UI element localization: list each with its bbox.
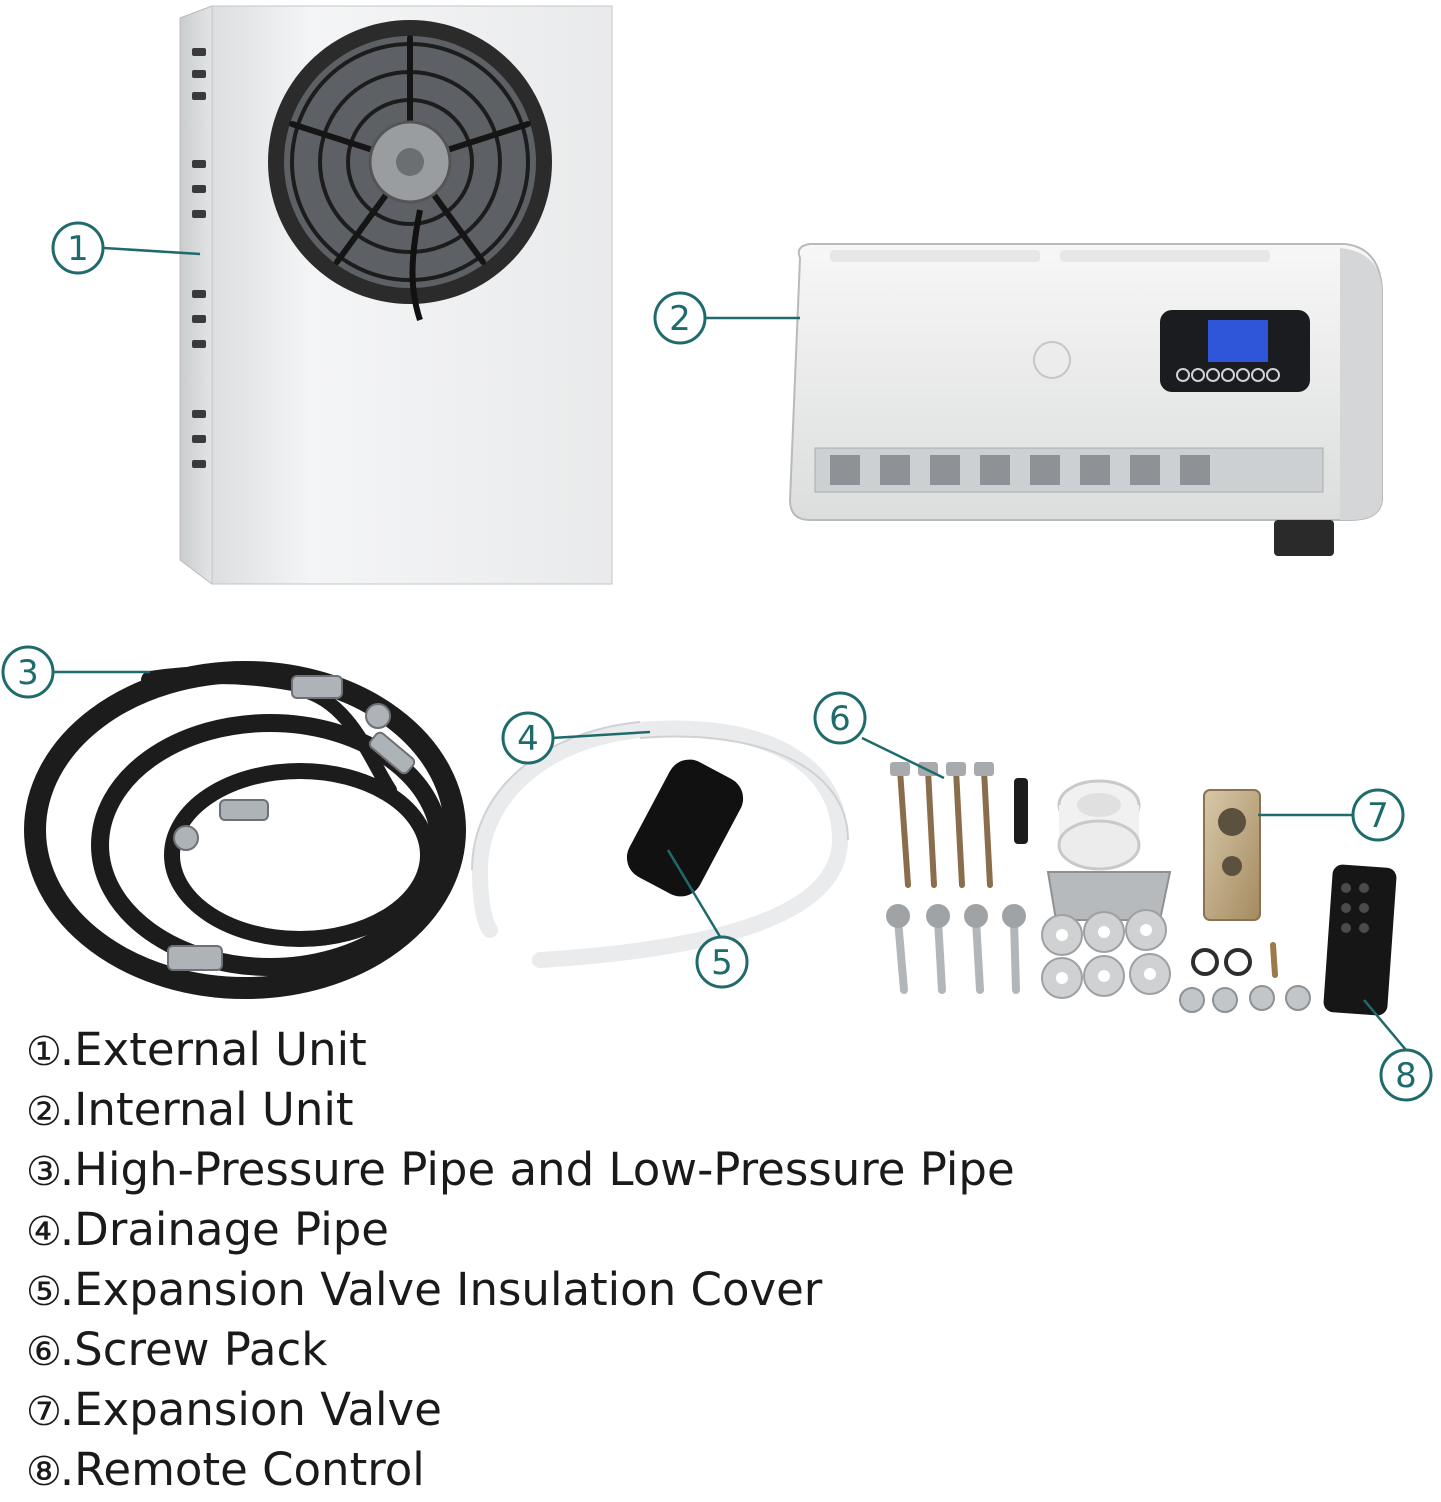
pressure-pipes-image [24,661,466,999]
legend-item-1: ①.External Unit [26,1020,1015,1080]
legend-label: .Expansion Valve [59,1383,442,1436]
legend-label: .Screw Pack [59,1323,328,1376]
callout-8: 8 [1379,1048,1433,1102]
legend-number: ⑤ [26,1269,62,1315]
fan-icon [268,20,552,321]
legend-label: .External Unit [59,1023,367,1076]
drainage-pipe-image [471,720,849,968]
legend-number: ② [26,1089,62,1135]
callout-1: 1 [51,221,105,275]
parts-legend: ①.External Unit ②.Internal Unit ③.High-P… [26,1020,1015,1500]
callout-leaders [52,246,1407,1051]
legend-item-5: ⑤.Expansion Valve Insulation Cover [26,1260,1015,1320]
svg-text:8: 8 [1395,1056,1417,1096]
callout-6: 6 [813,691,867,745]
callout-3: 3 [1,645,55,699]
tape-roll [1057,779,1141,871]
svg-text:1: 1 [67,229,89,269]
legend-label: .Expansion Valve Insulation Cover [59,1263,823,1316]
legend-label: .Internal Unit [59,1083,354,1136]
legend-label: .Drainage Pipe [59,1203,389,1256]
remote-control-image [1323,864,1397,1016]
legend-item-7: ⑦.Expansion Valve [26,1380,1015,1440]
expansion-valve-image [1203,789,1261,921]
legend-number: ① [26,1029,62,1075]
legend-item-4: ④.Drainage Pipe [26,1200,1015,1260]
legend-number: ③ [26,1149,62,1195]
svg-text:2: 2 [669,299,691,339]
legend-label: .High-Pressure Pipe and Low-Pressure Pip… [59,1143,1015,1196]
svg-text:4: 4 [517,719,539,759]
legend-label: .Remote Control [59,1443,425,1496]
legend-item-3: ③.High-Pressure Pipe and Low-Pressure Pi… [26,1140,1015,1200]
screw-pack-image [886,762,1311,1013]
legend-number: ⑧ [26,1449,62,1495]
internal-unit-image [788,243,1383,556]
callout-5: 5 [695,935,749,989]
callout-7: 7 [1351,788,1405,842]
pipe-fittings [167,675,416,971]
control-panel [1160,310,1310,392]
legend-number: ⑦ [26,1389,62,1435]
callout-2: 2 [653,291,707,345]
svg-text:3: 3 [17,653,39,693]
legend-number: ⑥ [26,1329,62,1375]
svg-text:7: 7 [1367,796,1389,836]
legend-number: ④ [26,1209,62,1255]
legend-item-2: ②.Internal Unit [26,1080,1015,1140]
external-unit-image [179,5,613,585]
insulation-cover-image [626,759,744,897]
legend-item-8: ⑧.Remote Control [26,1440,1015,1500]
svg-text:5: 5 [711,943,733,983]
svg-text:6: 6 [829,699,851,739]
callout-4: 4 [501,711,555,765]
legend-item-6: ⑥.Screw Pack [26,1320,1015,1380]
